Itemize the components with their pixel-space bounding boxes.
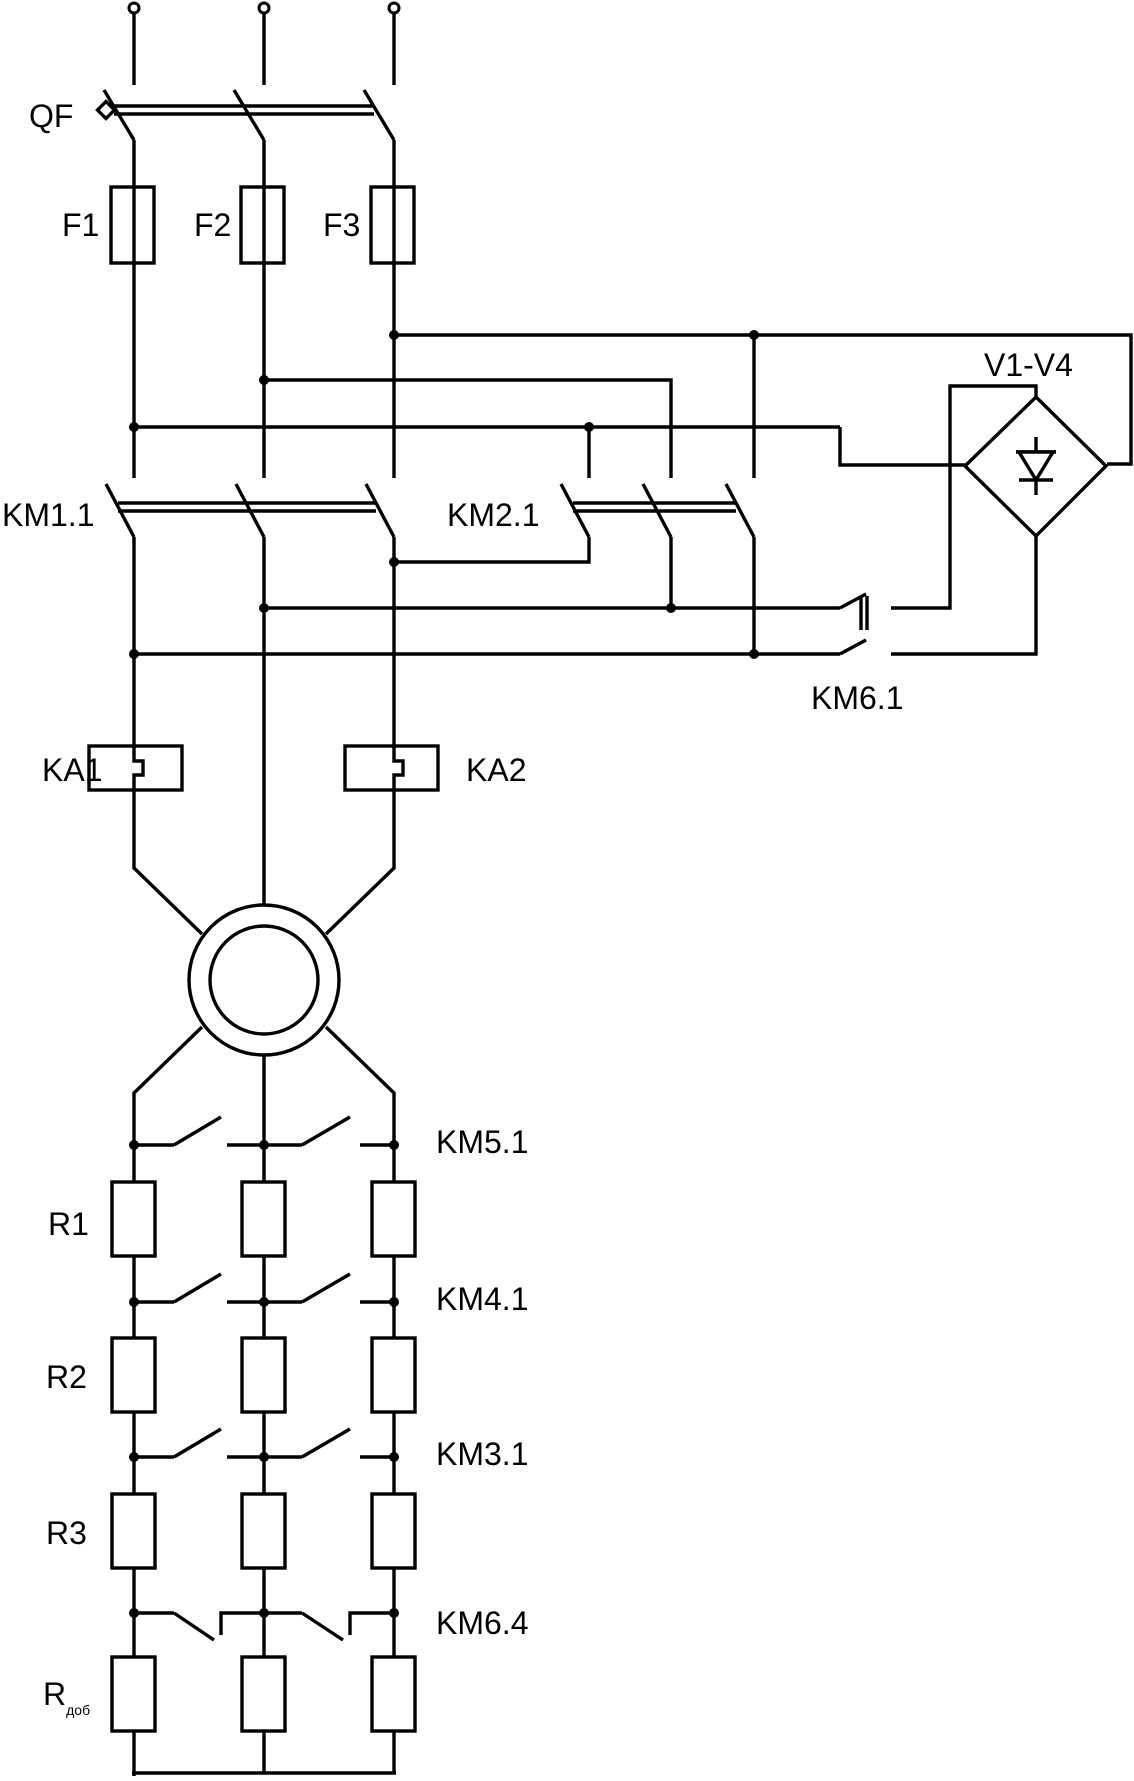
km6-1-contacts bbox=[839, 384, 1038, 656]
r1-resistors bbox=[110, 1180, 417, 1258]
fuses bbox=[109, 185, 416, 265]
qf-circuit-breaker bbox=[95, 89, 396, 185]
km5-label: KM5.1 bbox=[436, 1124, 528, 1160]
motor bbox=[132, 790, 396, 1144]
f3-label: F3 bbox=[323, 207, 360, 243]
r2-label: R2 bbox=[46, 1359, 87, 1395]
km2-contacts bbox=[559, 483, 756, 538]
km2-label: KM2.1 bbox=[447, 497, 539, 533]
radd-label: Rдоб bbox=[43, 1676, 90, 1718]
diode-bridge bbox=[962, 394, 1109, 539]
radd-resistors bbox=[110, 1655, 417, 1733]
km6-1-label: KM6.1 bbox=[811, 680, 903, 716]
f2-label: F2 bbox=[194, 207, 231, 243]
tap-buses bbox=[129, 330, 1133, 478]
r3-label: R3 bbox=[46, 1515, 87, 1551]
supply-terminals bbox=[127, 1, 401, 85]
ka2-label: KA2 bbox=[466, 752, 526, 788]
km5-contacts bbox=[129, 1115, 399, 1150]
radd-subscript: доб bbox=[66, 1702, 90, 1718]
radd-main: R bbox=[43, 1676, 66, 1712]
km4-contacts bbox=[129, 1272, 399, 1307]
current-relays bbox=[87, 744, 440, 792]
ka1-label: KA1 bbox=[42, 752, 102, 788]
r1-label: R1 bbox=[48, 1206, 89, 1242]
r3-resistors bbox=[110, 1492, 417, 1570]
km3-label: KM3.1 bbox=[436, 1436, 528, 1472]
phase-lines-upper bbox=[132, 263, 396, 478]
reversing-links bbox=[129, 537, 840, 905]
r2-resistors bbox=[110, 1336, 417, 1414]
km4-label: KM4.1 bbox=[436, 1281, 528, 1317]
f1-label: F1 bbox=[62, 207, 99, 243]
km1-label: KM1.1 bbox=[2, 497, 94, 533]
bridge-label: V1-V4 bbox=[984, 347, 1073, 383]
qf-label: QF bbox=[29, 98, 73, 134]
km3-contacts bbox=[129, 1427, 399, 1462]
km1-contacts bbox=[104, 483, 396, 538]
km6-4-contacts bbox=[129, 1608, 399, 1642]
km6-4-label: KM6.4 bbox=[436, 1605, 528, 1641]
